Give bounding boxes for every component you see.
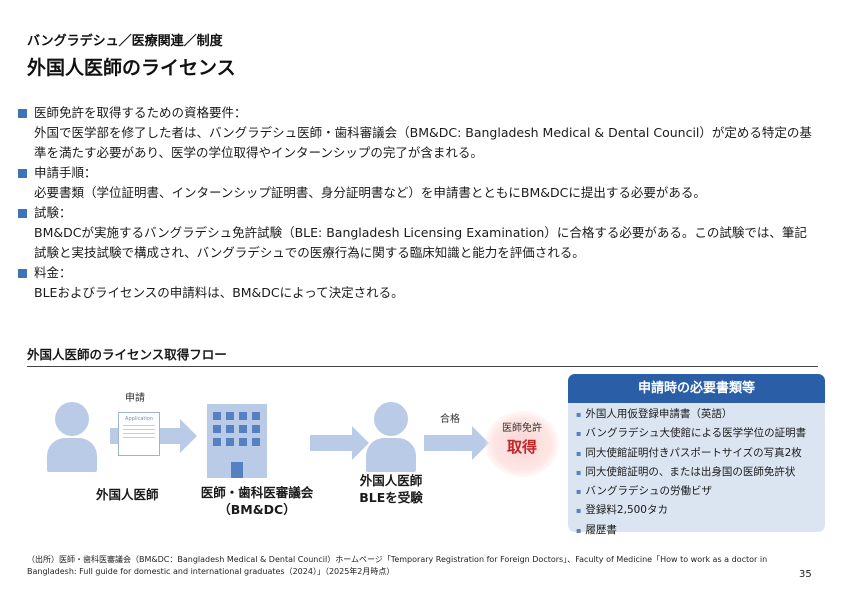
application-document-icon: Application bbox=[118, 412, 160, 456]
list-item-text: 登録料2,500タカ bbox=[585, 504, 668, 517]
list-item-text: バングラデシュの労働ビザ bbox=[585, 485, 712, 498]
exam-label: 外国人医師 BLEを受験 bbox=[346, 472, 436, 506]
exam-label-line-2: BLEを受験 bbox=[359, 490, 423, 505]
source-note: （出所）医師・歯科医審議会（BM&DC：Bangladesh Medical &… bbox=[27, 555, 768, 576]
arrow-right-icon bbox=[310, 426, 369, 460]
list-item: ▪登録料2,500タカ bbox=[576, 501, 806, 520]
list-item: ▪外国人用仮登録申請書（英語） bbox=[576, 405, 806, 424]
pass-label: 合格 bbox=[440, 414, 460, 425]
bullet-icon: ▪ bbox=[576, 487, 582, 497]
result-label-line-2: 取得 bbox=[506, 438, 537, 456]
square-bullet-icon bbox=[18, 208, 27, 218]
bullet-icon: ▪ bbox=[576, 448, 582, 458]
bullet-icon: ▪ bbox=[576, 506, 582, 516]
doctor-person-icon bbox=[47, 402, 97, 472]
apply-label: 申請 bbox=[125, 393, 145, 404]
bullet-icon: ▪ bbox=[576, 467, 582, 477]
bullet-icon: ▪ bbox=[576, 429, 582, 439]
page-number: 35 bbox=[799, 569, 812, 580]
list-item: ▪履歴書 bbox=[576, 521, 806, 540]
requirement-heading-text: 医師免許を取得するための資格要件： bbox=[34, 105, 247, 120]
person-body-shape bbox=[47, 438, 97, 472]
requirement-heading: 料金： bbox=[18, 263, 818, 283]
requirement-body: BLEおよびライセンスの申請料は、BM&DCによって決定される。 bbox=[34, 285, 404, 300]
requirement-body: BM&DCが実施するバングラデシュ免許試験（BLE: Bangladesh Li… bbox=[34, 225, 807, 260]
requirement-heading: 申請手順： bbox=[18, 163, 818, 183]
list-item: ▪バングラデシュの労働ビザ bbox=[576, 482, 806, 501]
person-body-shape bbox=[366, 438, 416, 472]
breadcrumb: バングラデシュ／医療関連／制度 bbox=[27, 34, 223, 49]
list-item-text: 外国人用仮登録申請書（英語） bbox=[585, 408, 733, 420]
documents-panel-title: 申請時の必要書類等 bbox=[568, 374, 825, 403]
council-building-icon bbox=[207, 404, 267, 478]
list-item-text: 同大使館証明付きパスポートサイズの写真2枚 bbox=[585, 446, 802, 459]
document-caption: Application bbox=[125, 416, 153, 422]
bullet-icon: ▪ bbox=[576, 410, 582, 419]
requirements-section: 医師免許を取得するための資格要件： 外国で医学部を修了した者は、バングラデシュ医… bbox=[18, 103, 818, 303]
square-bullet-icon bbox=[18, 168, 27, 178]
council-label: 医師・歯科医審議会 （BM&DC） bbox=[192, 484, 322, 518]
exam-person-icon bbox=[366, 402, 416, 472]
flow-title: 外国人医師のライセンス取得フロー bbox=[27, 347, 227, 362]
list-item: ▪同大使館証明付きパスポートサイズの写真2枚 bbox=[576, 444, 806, 463]
documents-list: ▪外国人用仮登録申請書（英語） ▪バングラデシュ大使館による医学学位の証明書 ▪… bbox=[576, 405, 806, 540]
square-bullet-icon bbox=[18, 268, 27, 278]
list-item: ▪同大使館証明の、または出身国の医師免許状 bbox=[576, 463, 806, 482]
council-label-line-2: （BM&DC） bbox=[218, 502, 296, 517]
square-bullet-icon bbox=[18, 108, 27, 118]
list-item-text: バングラデシュ大使館による医学学位の証明書 bbox=[585, 427, 807, 440]
requirement-heading: 医師免許を取得するための資格要件： bbox=[18, 103, 818, 123]
result-label-line-1: 医師免許 bbox=[502, 423, 542, 434]
requirement-body: 外国で医学部を修了した者は、バングラデシュ医師・歯科審議会（BM&DC: Ban… bbox=[34, 125, 812, 160]
exam-label-line-1: 外国人医師 bbox=[359, 473, 423, 488]
result-highlight bbox=[485, 411, 559, 477]
page-title: 外国人医師のライセンス bbox=[27, 57, 236, 79]
bullet-icon: ▪ bbox=[576, 525, 582, 535]
doctor-label: 外国人医師 bbox=[96, 487, 159, 502]
requirement-heading-text: 申請手順： bbox=[34, 165, 97, 180]
person-head-shape bbox=[374, 402, 408, 436]
section-divider bbox=[27, 366, 818, 367]
requirement-heading-text: 試験： bbox=[34, 205, 72, 220]
list-item-text: 同大使館証明の、または出身国の医師免許状 bbox=[585, 465, 796, 478]
requirement-heading: 試験： bbox=[18, 203, 818, 223]
list-item: ▪バングラデシュ大使館による医学学位の証明書 bbox=[576, 424, 806, 443]
list-item-text: 履歴書 bbox=[585, 523, 617, 536]
arrow-right-icon bbox=[424, 426, 489, 460]
person-head-shape bbox=[55, 402, 89, 436]
requirement-heading-text: 料金： bbox=[34, 265, 72, 280]
council-label-line-1: 医師・歯科医審議会 bbox=[200, 485, 314, 500]
requirement-body: 必要書類（学位証明書、インターンシップ証明書、身分証明書など）を申請書とともにB… bbox=[34, 185, 706, 200]
result-label: 医師免許 取得 bbox=[485, 419, 559, 457]
